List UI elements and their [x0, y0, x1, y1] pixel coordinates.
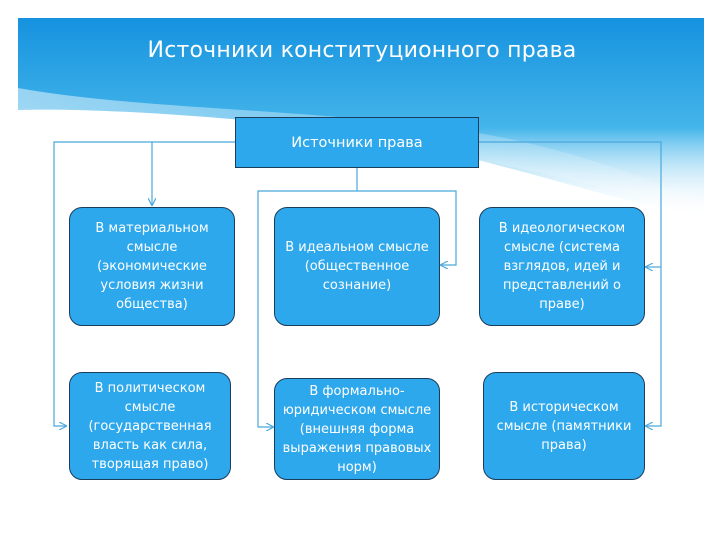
connector-left	[53, 141, 235, 426]
box-material-sense: В материальном смысле (экономические усл…	[69, 207, 235, 326]
root-box: Источники права	[235, 117, 479, 168]
box-formal-legal-sense: В формально-юридическом смысле (внешняя …	[274, 378, 440, 480]
box-historical-sense: В историческом смысле (памятники права)	[483, 372, 645, 480]
box-ideal-sense: В идеальном смысле (общественное сознани…	[274, 207, 440, 326]
box-political-sense: В политическом смысле (государственная в…	[69, 372, 231, 480]
page-title: Источники конституционного права	[147, 38, 577, 63]
connector-right	[479, 141, 662, 426]
box-ideological-sense: В идеологическом смысле (система взглядо…	[479, 207, 645, 326]
connector-political	[257, 190, 357, 427]
connector-ideal	[357, 190, 457, 265]
